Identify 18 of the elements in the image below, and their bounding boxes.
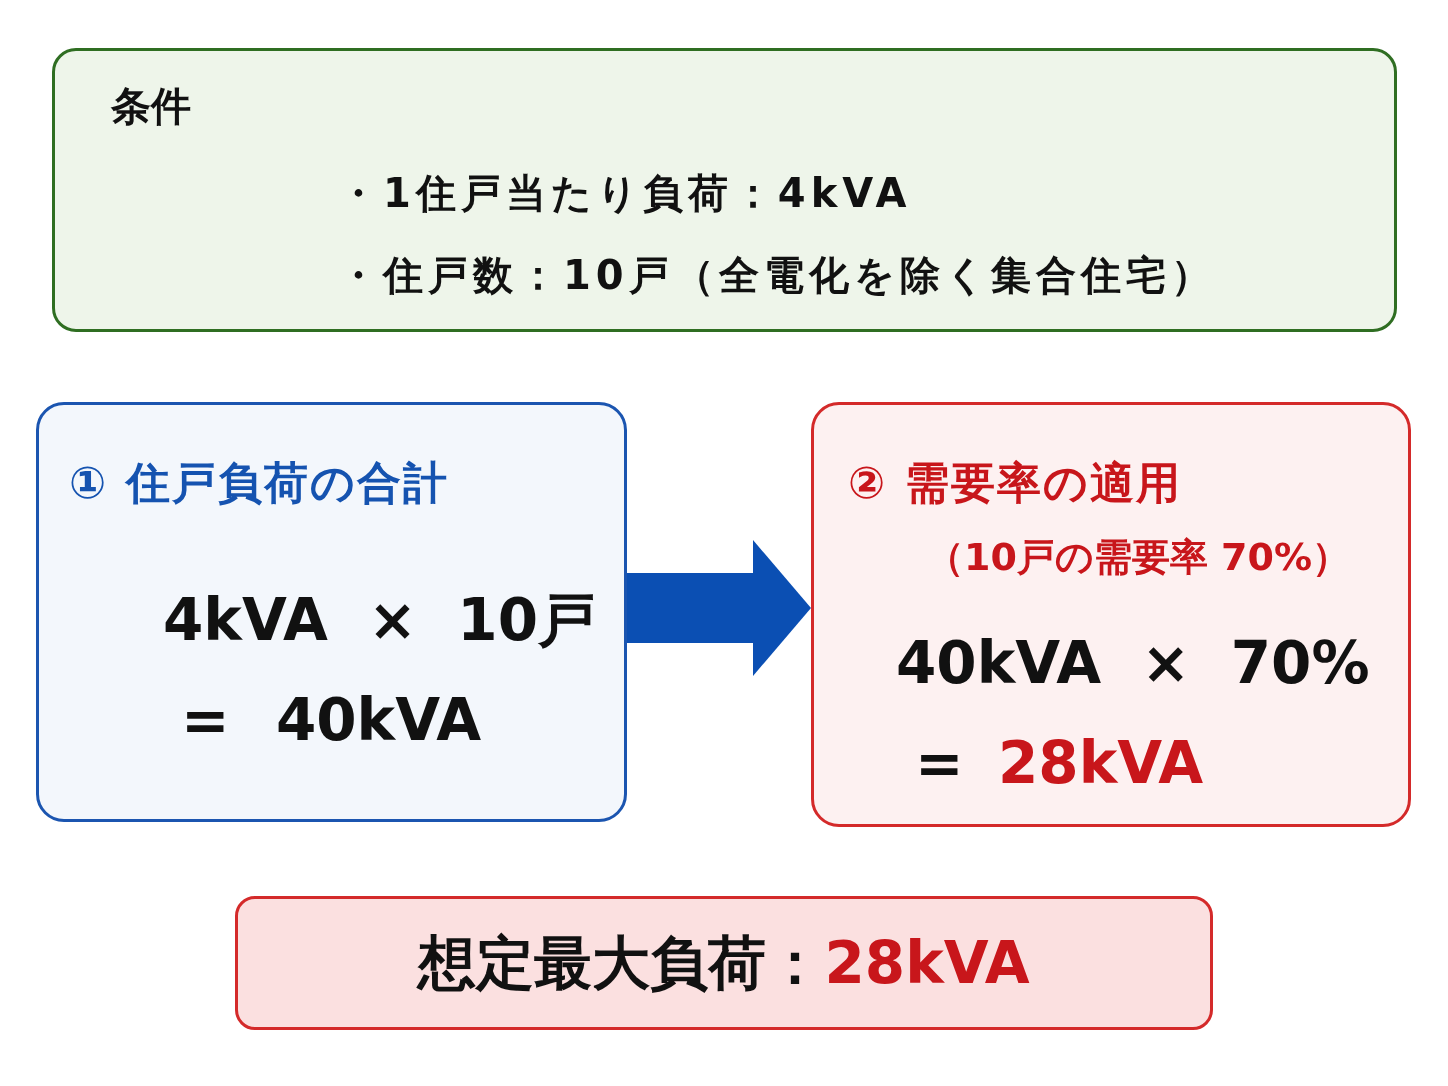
bullet-item: ・1住戸当たり負荷：4kVA: [338, 170, 912, 216]
step-note: （10戸の需要率 70%）: [926, 536, 1351, 580]
result-label: 想定最大負荷：: [418, 929, 825, 997]
step-heading: ① 住戸負荷の合計: [69, 458, 449, 509]
block-arrow: [627, 540, 811, 676]
result-value: 28kVA: [824, 929, 1030, 997]
result-value: 28kVA: [998, 730, 1204, 797]
formula-text: = 40kVA: [181, 687, 481, 754]
equals-sign: =: [915, 730, 964, 797]
step-box: [811, 402, 1411, 827]
step-box: [36, 402, 627, 822]
conditions-panel: [52, 48, 1397, 332]
bullet-item: ・住戸数：10戸（全電化を除く集合住宅）: [338, 252, 1216, 298]
formula-text: 4kVA × 10戸: [163, 587, 597, 654]
panel-heading: 条件: [111, 83, 191, 129]
result-box: [235, 896, 1213, 1030]
formula-text: 40kVA × 70%: [896, 630, 1370, 697]
step-heading: ② 需要率の適用: [848, 458, 1182, 509]
